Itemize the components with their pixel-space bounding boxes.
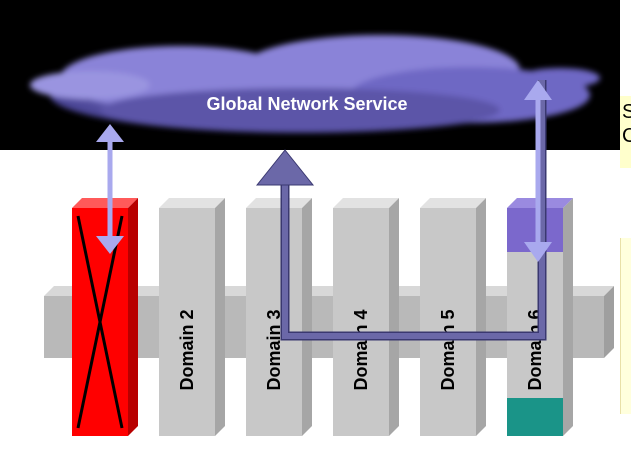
domain-label: Domain 3 — [264, 309, 284, 390]
failure-cross-line — [76, 215, 124, 429]
domain-label: Domain 2 — [177, 309, 197, 390]
domain1-link-arrow — [96, 124, 124, 254]
domain-column-4: Domain 4 — [333, 198, 399, 436]
side-note-text: S C — [620, 96, 631, 168]
cloud-label: Global Network Service — [206, 94, 407, 114]
domain-label: Domain 5 — [438, 309, 458, 390]
side-note-line: S — [622, 101, 631, 123]
domain-bottom-segment — [507, 398, 563, 436]
path-arrowhead — [255, 149, 315, 186]
side-note-box — [620, 238, 631, 414]
domain-column-1 — [72, 198, 138, 436]
domain-column-6: Domain 6 — [507, 198, 573, 436]
domain-column-5: Domain 5 — [420, 198, 486, 436]
domain-column-3: Domain 3 — [246, 198, 312, 436]
side-note-line: C — [622, 125, 631, 147]
domain-columns: Domain 2 Domain 3 Domain 4 Domain 5 Domain 6 — [72, 198, 573, 436]
domain-label: Domain 4 — [351, 309, 371, 390]
routing-path — [255, 80, 547, 341]
domain-column-2: Domain 2 — [159, 198, 225, 436]
domain6-link-arrow — [524, 80, 552, 262]
